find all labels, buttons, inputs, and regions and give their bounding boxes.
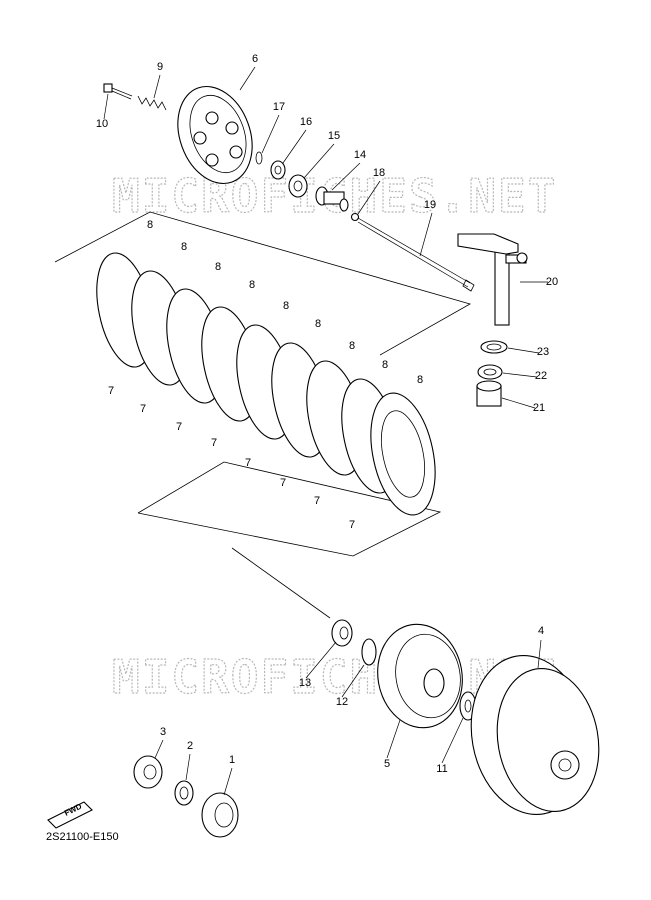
clutch-boss xyxy=(377,623,463,729)
callout-c8h: 8 xyxy=(382,359,388,371)
bolt xyxy=(103,83,133,100)
callout-c8b: 8 xyxy=(181,241,187,253)
callout-c12: 12 xyxy=(336,696,348,708)
axis-line xyxy=(231,547,331,619)
plate-stack-frame-top xyxy=(54,211,472,356)
callout-c2: 2 xyxy=(187,740,193,752)
callout-c7b: 7 xyxy=(140,403,146,415)
nut xyxy=(133,755,163,789)
callout-c16: 16 xyxy=(300,116,312,128)
callout-c7a: 7 xyxy=(108,385,114,397)
callout-c9: 9 xyxy=(157,61,163,73)
callout-c21: 21 xyxy=(533,402,545,414)
plate-stack xyxy=(96,252,436,516)
thrust-washer xyxy=(331,619,353,647)
clutch-housing xyxy=(470,655,600,815)
callout-c8f: 8 xyxy=(315,318,321,330)
plate-stack-frame-bottom xyxy=(137,461,442,557)
callout-c4: 4 xyxy=(538,625,544,637)
callout-c14: 14 xyxy=(354,149,366,161)
callout-c8c: 8 xyxy=(215,261,221,273)
callout-c7c: 7 xyxy=(176,421,182,433)
callout-c8d: 8 xyxy=(249,279,255,291)
ball xyxy=(350,212,360,222)
diagram-code: 2S21100-E150 xyxy=(46,831,119,843)
collar xyxy=(476,380,502,407)
callout-labels: 1234567777777788888888891011121314151617… xyxy=(96,53,558,775)
oil-seal-ring xyxy=(480,340,508,354)
callout-c7d: 7 xyxy=(211,437,217,449)
leader-lines xyxy=(103,66,548,796)
callout-c6: 6 xyxy=(252,53,258,65)
lock-washer xyxy=(361,638,377,666)
callout-c8a: 8 xyxy=(147,219,153,231)
callout-c11: 11 xyxy=(436,763,447,775)
washer xyxy=(270,160,286,180)
forward-direction-badge: FWD xyxy=(47,801,93,829)
callout-c22: 22 xyxy=(535,370,547,382)
callout-c15: 15 xyxy=(328,130,340,142)
callout-c7h: 7 xyxy=(349,519,355,531)
push-lever-shaft xyxy=(457,233,528,326)
callout-c13: 13 xyxy=(299,677,311,689)
callout-c10: 10 xyxy=(96,118,108,130)
circlip xyxy=(255,151,263,165)
callout-c3: 3 xyxy=(160,726,166,738)
callout-c8e: 8 xyxy=(283,300,289,312)
primary-drive-gear xyxy=(201,792,239,838)
callout-c7g: 7 xyxy=(314,495,320,507)
callout-c20: 20 xyxy=(546,276,558,288)
callout-c18: 18 xyxy=(373,167,385,179)
push-rod-1 xyxy=(315,186,349,212)
callout-c7f: 7 xyxy=(280,477,286,489)
callout-c1: 1 xyxy=(229,754,235,766)
callout-c23: 23 xyxy=(537,346,549,358)
bearing xyxy=(288,174,308,198)
callout-c8i: 8 xyxy=(417,374,423,386)
push-rod-2 xyxy=(357,217,475,292)
oil-seal xyxy=(477,364,503,380)
callout-c8g: 8 xyxy=(349,340,355,352)
callout-c5: 5 xyxy=(384,758,390,770)
callout-c7e: 7 xyxy=(245,457,251,469)
callout-c17: 17 xyxy=(273,101,285,113)
pressure-plate xyxy=(177,85,253,185)
callout-c19: 19 xyxy=(424,199,436,211)
lock-washer-small xyxy=(174,780,194,806)
spring xyxy=(137,95,167,111)
